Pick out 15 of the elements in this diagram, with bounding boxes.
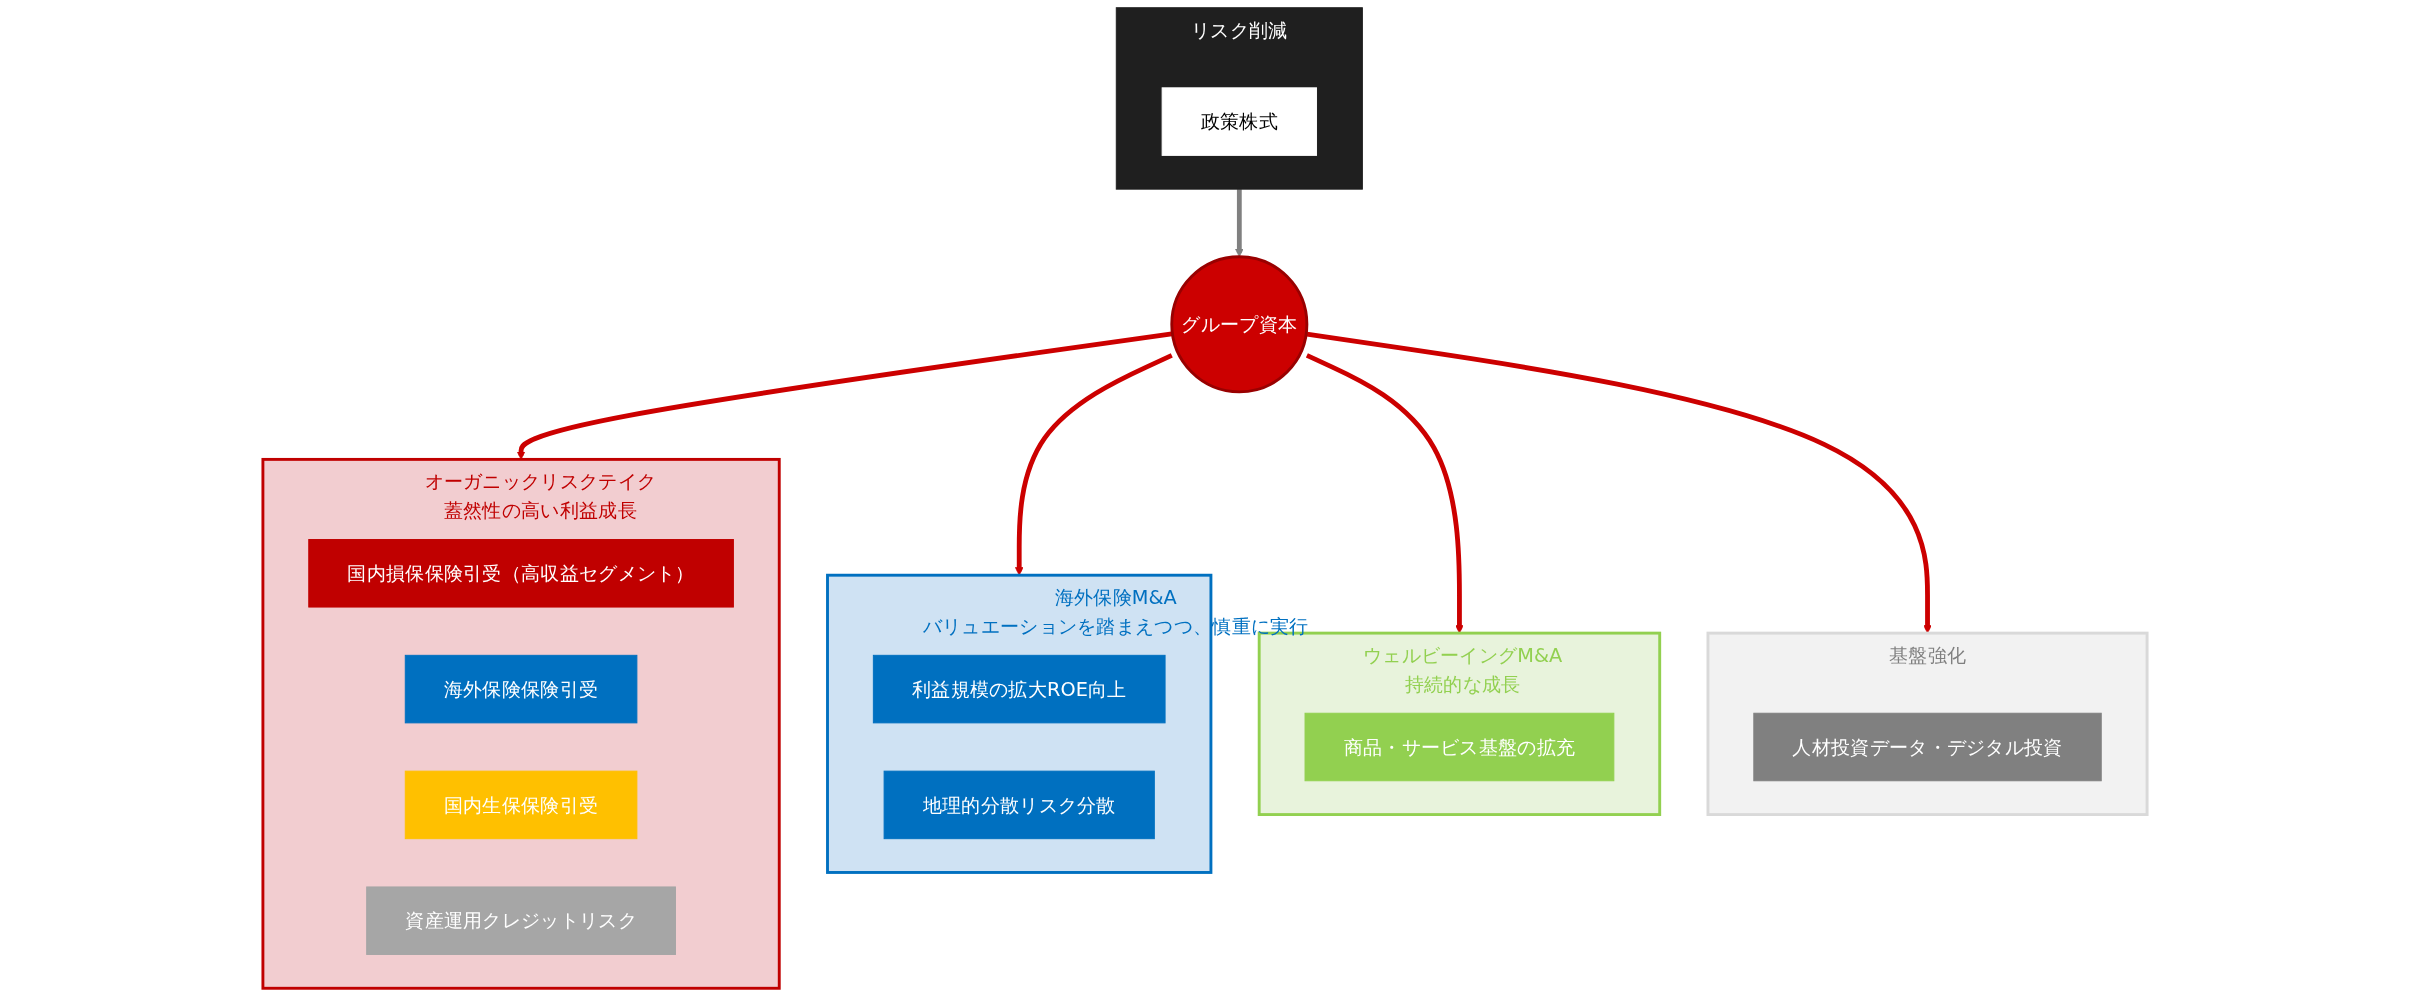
- arrow: [1235, 189, 1244, 258]
- node-circle: グループ資本: [1170, 255, 1309, 394]
- node-box: 国内生保保険引受: [404, 770, 638, 840]
- node-box: 地理的分散リスク分散: [883, 770, 1155, 840]
- node-box: 海外保険保険引受: [404, 654, 638, 724]
- node-box: 利益規模の拡大ROE向上: [872, 654, 1166, 724]
- arrow: [1014, 353, 1173, 576]
- node-box: 商品・サービス基盤の拡充: [1304, 712, 1615, 782]
- node-box: 人材投資データ・デジタル投資: [1753, 712, 2102, 782]
- node-box: 国内損保保険引受（高収益セグメント）: [308, 539, 734, 608]
- node-box: 政策株式: [1161, 87, 1318, 156]
- node-box: 資産運用クレジットリスク: [366, 886, 676, 955]
- arrow: [516, 331, 1173, 460]
- arrow: [1305, 353, 1464, 634]
- arrow: [1306, 331, 1932, 634]
